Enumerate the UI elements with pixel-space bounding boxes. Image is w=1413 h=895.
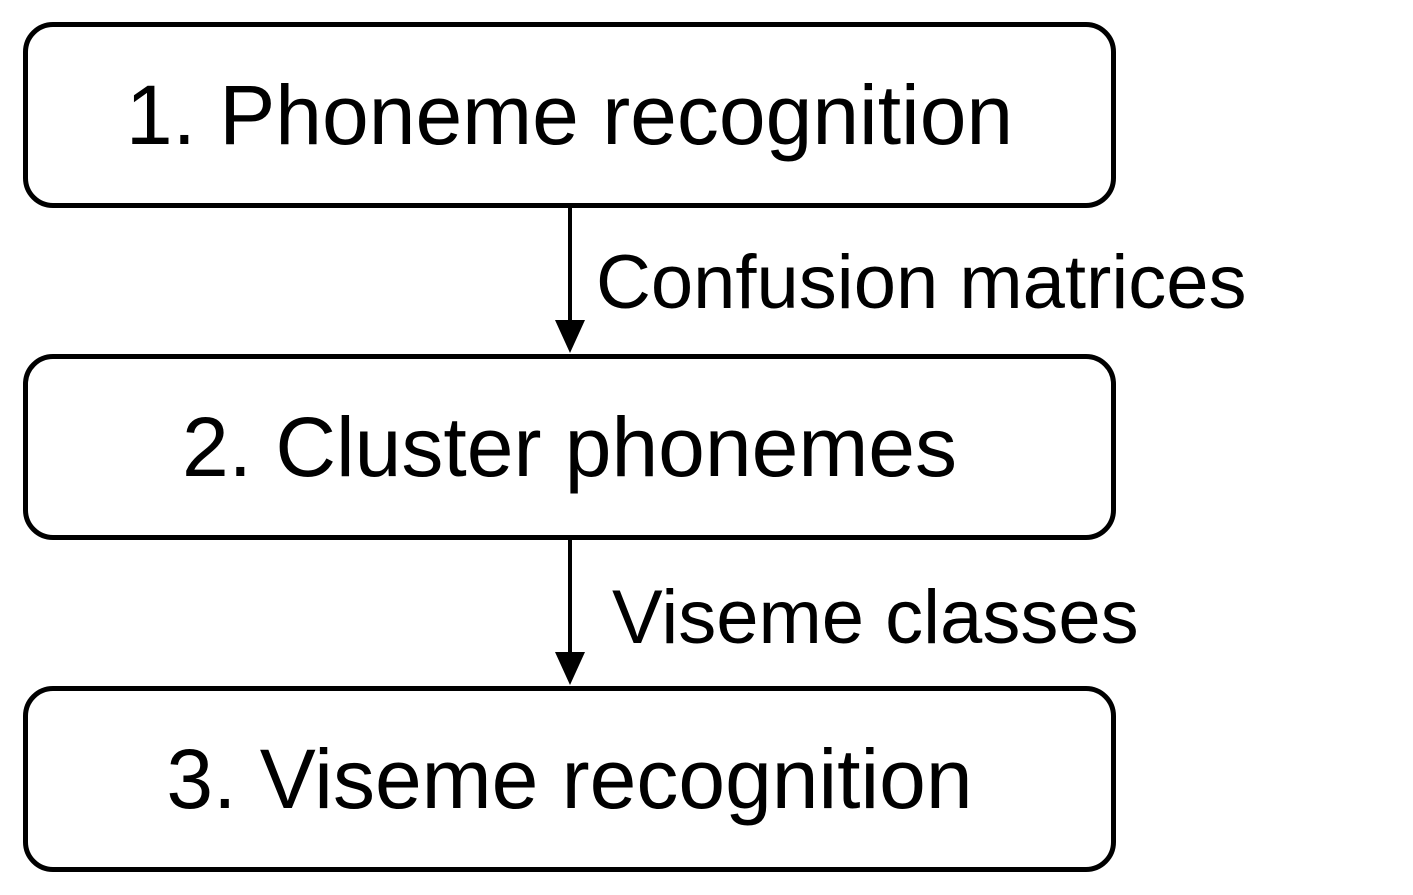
step-2-box: 2. Cluster phonemes [23, 354, 1116, 540]
edge-label-confusion-matrices: Confusion matrices [596, 240, 1247, 325]
step-1-box: 1. Phoneme recognition [23, 22, 1116, 208]
edge-label-viseme-classes: Viseme classes [612, 575, 1139, 660]
arrow-step2-to-step3 [555, 540, 585, 685]
step-1-label: 1. Phoneme recognition [125, 68, 1014, 162]
arrow-step1-to-step2 [555, 208, 585, 353]
step-3-box: 3. Viseme recognition [23, 686, 1116, 872]
step-2-label: 2. Cluster phonemes [181, 400, 958, 494]
step-3-label: 3. Viseme recognition [166, 732, 973, 826]
